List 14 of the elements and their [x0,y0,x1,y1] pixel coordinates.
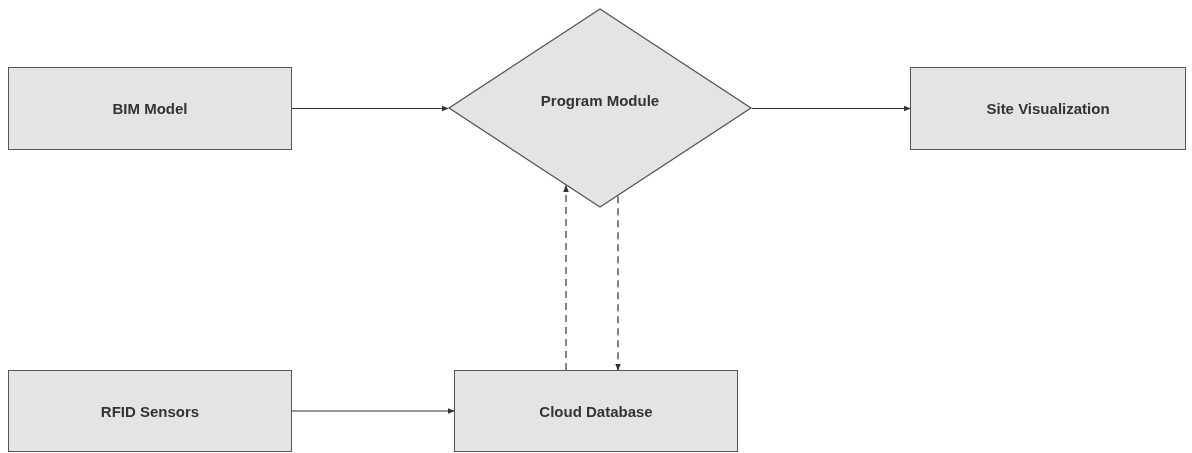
arrow [751,105,911,112]
node-label: Site Visualization [986,100,1110,117]
process-box [8,370,292,452]
arrow [563,184,569,371]
arrow [291,105,449,112]
node-label: Program Module [540,91,660,109]
node-label: RFID Sensors [100,402,200,420]
process-box [8,67,292,150]
node-label: BIM Model [112,100,188,117]
node-label: Cloud Database [539,402,653,420]
process-box [454,370,738,452]
arrow [291,408,455,414]
arrow [615,195,621,371]
process-box [910,67,1186,150]
